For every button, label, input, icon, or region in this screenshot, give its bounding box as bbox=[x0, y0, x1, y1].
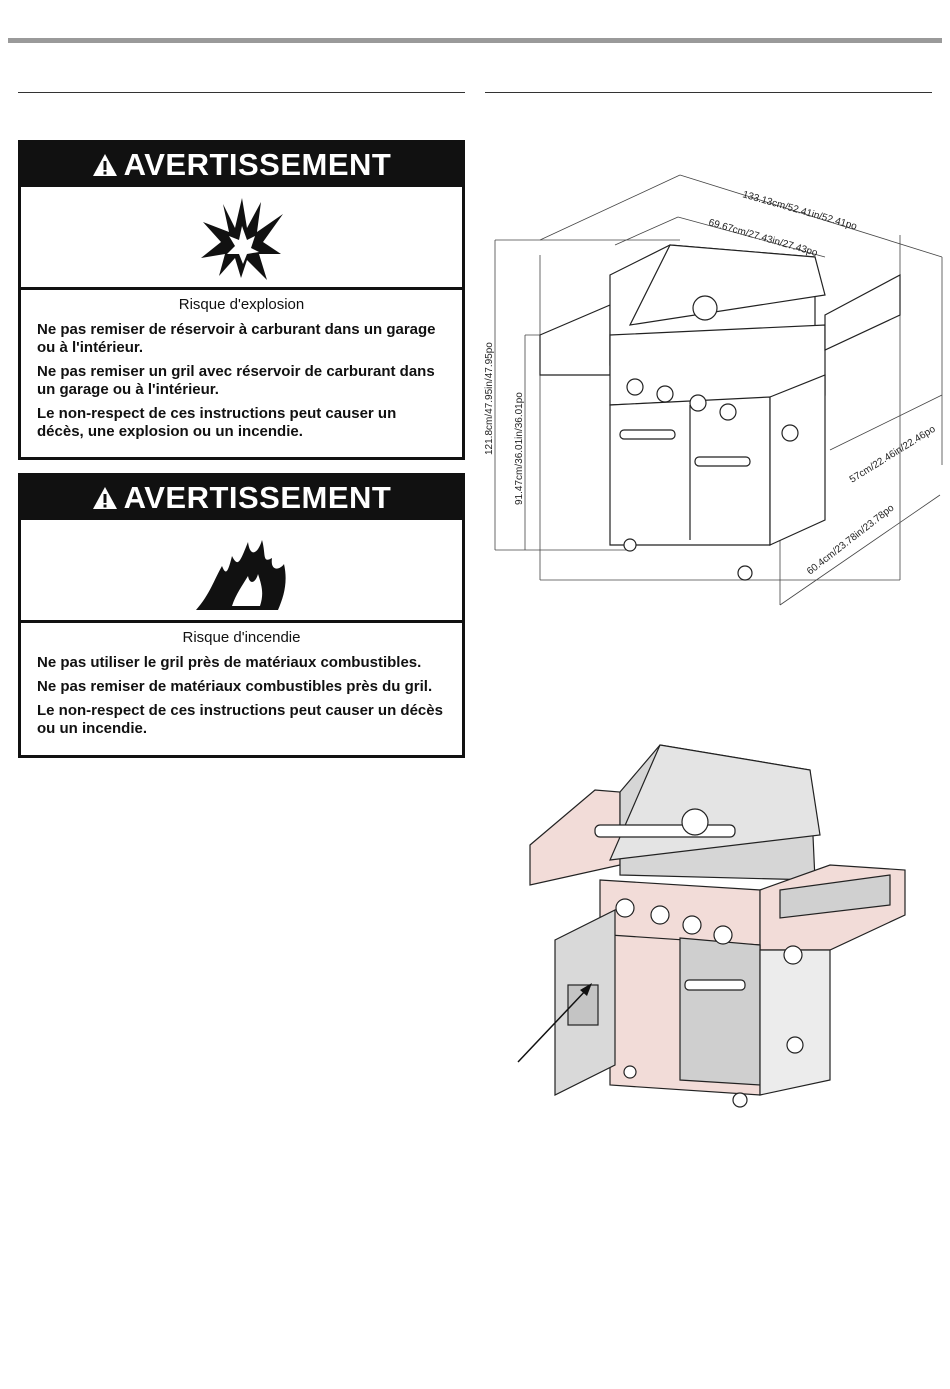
grill-dimension-drawing: 133.13cm/52.41in/52.41po 69.67cm/27.43in… bbox=[484, 174, 943, 606]
warning-subtitle: Risque d'explosion bbox=[178, 296, 305, 313]
left-column-rule bbox=[18, 92, 465, 93]
flame-icon bbox=[195, 539, 286, 610]
dimension-counter-height: 91.47cm/36.01in/36.01po bbox=[514, 392, 525, 505]
warning-box-fire: AVERTISSEMENT Risque d'incendie Ne pas u… bbox=[18, 473, 465, 758]
warning-box-explosion: AVERTISSEMENT Risque d'explosion Ne pas … bbox=[18, 140, 465, 460]
warning-line: Ne pas remiser de matériaux combustibles… bbox=[37, 678, 433, 695]
explosion-icon bbox=[200, 197, 283, 280]
grill-open-door-illustration bbox=[517, 744, 906, 1108]
dimension-total-height: 121.8cm/47.95in/47.95po bbox=[484, 342, 495, 455]
warning-line: Le non-respect de ces instructions peut … bbox=[37, 405, 397, 440]
warning-line: Ne pas remiser de réservoir à carburant … bbox=[37, 321, 436, 356]
dimension-side-depth: 57cm/22.46in/22.46po bbox=[848, 424, 938, 486]
right-column-rule bbox=[485, 92, 932, 93]
warning-line: Ne pas remiser un gril avec réservoir de… bbox=[37, 363, 435, 398]
top-rule bbox=[8, 38, 942, 43]
warning-title: AVERTISSEMENT bbox=[123, 480, 392, 515]
warning-line: Ne pas utiliser le gril près de matériau… bbox=[37, 654, 422, 671]
pictogram-area bbox=[21, 187, 462, 290]
pictogram-area bbox=[21, 520, 462, 623]
warning-title: AVERTISSEMENT bbox=[123, 147, 392, 182]
warning-triangle-icon bbox=[92, 487, 117, 509]
warning-triangle-icon bbox=[92, 154, 117, 176]
warning-header: AVERTISSEMENT bbox=[21, 476, 462, 520]
warning-line: Le non-respect de ces instructions peut … bbox=[37, 702, 443, 737]
warning-header: AVERTISSEMENT bbox=[21, 143, 462, 187]
arrow-pointer-icon bbox=[517, 983, 592, 1063]
warning-subtitle: Risque d'incendie bbox=[182, 629, 301, 646]
dimension-overall-width: 133.13cm/52.41in/52.41po bbox=[741, 189, 858, 232]
